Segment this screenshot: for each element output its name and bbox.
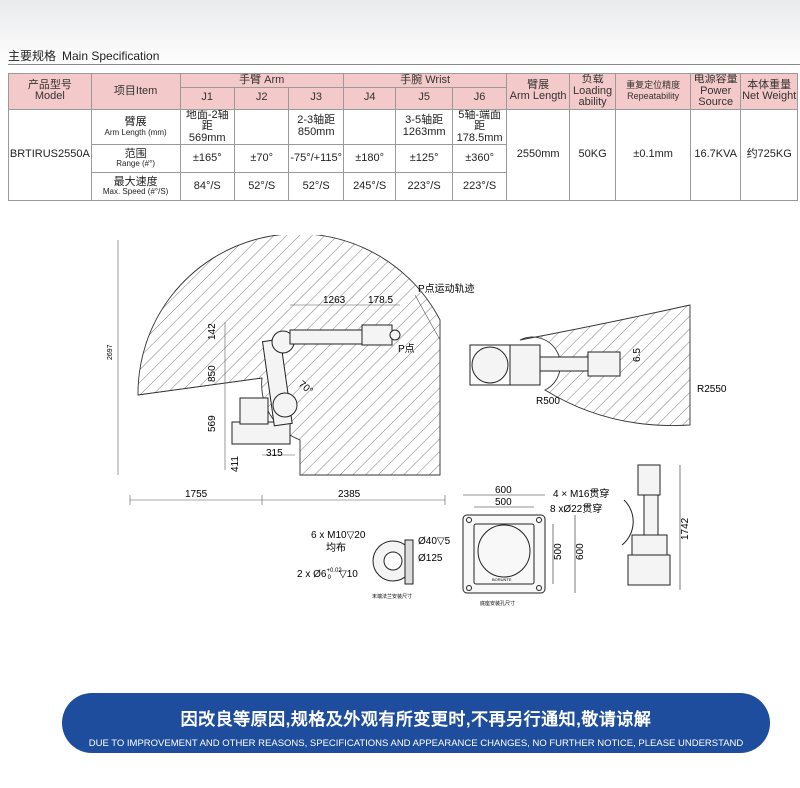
flange-detail	[372, 539, 414, 585]
side-dim-1742: 1742	[680, 517, 691, 540]
dim-850: 850	[207, 365, 218, 382]
cell: ±360°	[451, 144, 508, 174]
base-dim-600: 600	[495, 485, 512, 496]
section-title-en: Main Specification	[62, 49, 160, 63]
dim-1785: 178.5	[368, 295, 393, 306]
cell: 223°/S	[395, 172, 453, 202]
base-caption: 底座安装孔尺寸	[480, 600, 515, 607]
flange-spec-1: 6 x M10▽20	[311, 530, 366, 541]
label-trajectory: P点运动轨迹	[418, 282, 475, 295]
header-j1: J1	[179, 86, 235, 110]
notice-banner: 因改良等原因,规格及外观有所变更时,不再另行通知,敬请谅解 DUE TO IMP…	[62, 693, 770, 753]
power-cell: 16.7KVA	[689, 108, 742, 202]
reach-cell: 2550mm	[506, 108, 570, 202]
dim-2697: 2697	[107, 344, 114, 360]
base-brand: BORUNTE	[492, 577, 512, 582]
header-j5: J5	[395, 86, 453, 110]
load-cell: 50KG	[568, 108, 617, 202]
header-arm: 手臂 Arm	[179, 73, 344, 88]
base-dim-500-v: 500	[553, 543, 564, 560]
notice-zh: 因改良等原因,规格及外观有所变更时,不再另行通知,敬请谅解	[180, 710, 652, 729]
header-j6: J6	[451, 86, 508, 110]
header-j3: J3	[288, 86, 344, 110]
header-wrist: 手腕 Wrist	[342, 73, 508, 88]
cell: -75°/+115°	[288, 144, 344, 174]
dim-315: 315	[266, 448, 283, 459]
flange-d40: Ø40▽5	[418, 536, 451, 547]
model-cell: BRTIRUS2550A	[8, 108, 92, 202]
flange-d125: Ø125	[418, 553, 443, 564]
cell: 52°/S	[288, 172, 344, 202]
weight-cell: 约725KG	[740, 108, 798, 202]
repeat-cell: ±0.1mm	[615, 108, 691, 202]
section-title-zh: 主要规格	[8, 49, 57, 63]
header-item: 项目Item	[90, 73, 181, 110]
robot-top-view	[469, 344, 621, 386]
base-d22: 8 xØ22贯穿	[550, 502, 602, 515]
notice-en: DUE TO IMPROVEMENT AND OTHER REASONS, SP…	[88, 738, 744, 749]
cell: ±125°	[395, 144, 453, 174]
section-title: 主要规格 Main Specification	[8, 47, 159, 64]
cell: 84°/S	[179, 172, 235, 202]
base-detail	[462, 494, 576, 594]
cell	[342, 108, 397, 146]
base-m16: 4 × M16贯穿	[553, 487, 609, 500]
technical-drawing: P点运动轨迹 P点 1263 178.5 142 850 569 411 315…	[107, 235, 727, 607]
cell: 245°/S	[342, 172, 397, 202]
dim-569: 569	[207, 415, 218, 432]
dim-1263: 1263	[323, 295, 346, 306]
robot-front-view	[621, 464, 681, 590]
cell: ±165°	[179, 144, 235, 174]
dim-r500: R500	[536, 396, 560, 407]
dim-r2550: R2550	[697, 384, 727, 395]
dim-411: 411	[230, 456, 241, 472]
dim-6-5: 6.5	[632, 348, 643, 362]
dim-142: 142	[207, 323, 218, 340]
flange-caption: 末端法兰安装尺寸	[372, 593, 412, 600]
title-divider	[8, 64, 800, 65]
cell: ±70°	[233, 144, 290, 174]
dim-1755: 1755	[185, 489, 208, 500]
base-dim-600-v: 600	[575, 543, 586, 560]
cell: 52°/S	[233, 172, 290, 202]
base-dim-500: 500	[495, 497, 512, 508]
dim-2385: 2385	[338, 489, 361, 500]
header-j4: J4	[342, 86, 397, 110]
robot-side-view	[231, 324, 401, 445]
cell: 223°/S	[451, 172, 508, 202]
cell: ±180°	[342, 144, 397, 174]
header-j2: J2	[233, 86, 290, 110]
flange-spec-2: 均布	[326, 542, 346, 554]
cell	[233, 108, 290, 146]
label-p-point: P点	[398, 343, 415, 355]
